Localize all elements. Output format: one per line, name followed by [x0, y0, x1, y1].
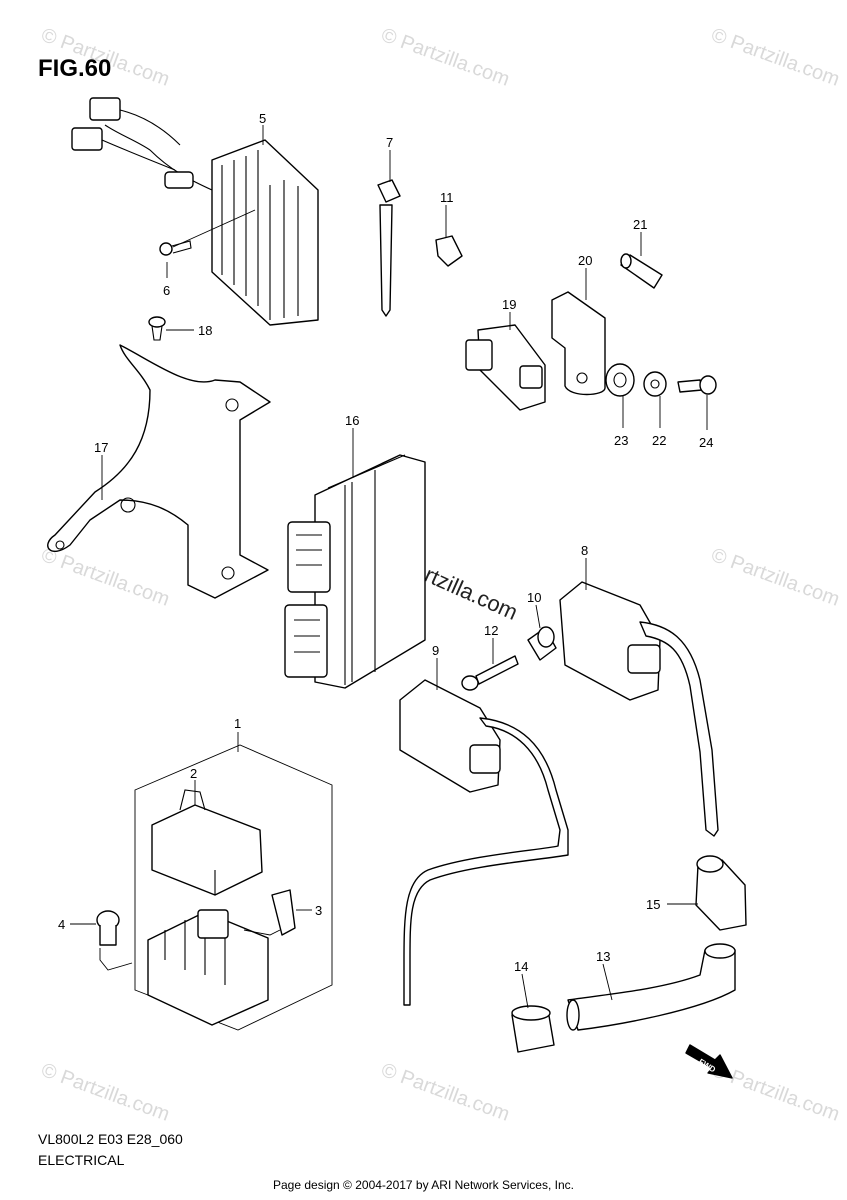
part-cover	[511, 1005, 555, 1053]
watermark: © Partzilla.com	[708, 24, 842, 91]
callout-16: 16	[345, 413, 359, 428]
watermark: © Partzilla.com	[378, 1059, 512, 1126]
part-cable-tie	[377, 179, 401, 317]
callout-13: 13	[596, 949, 610, 964]
callout-9: 9	[432, 643, 439, 658]
callout-3: 3	[315, 903, 322, 918]
callout-4: 4	[58, 917, 65, 932]
callout-14: 14	[514, 959, 528, 974]
watermark: © Partzilla.com	[38, 1059, 172, 1126]
part-plug-cap-cover	[695, 855, 747, 931]
part-ignition-coil-rear	[559, 581, 719, 837]
callout-12: 12	[484, 623, 498, 638]
category-label: ELECTRICAL	[38, 1152, 125, 1168]
watermark: © Partzilla.com	[38, 544, 172, 611]
part-collar	[620, 253, 663, 289]
callout-8: 8	[581, 543, 588, 558]
callout-24: 24	[699, 435, 713, 450]
callout-17: 17	[94, 440, 108, 455]
callout-23: 23	[614, 433, 628, 448]
callout-10: 10	[527, 590, 541, 605]
part-bracket	[47, 344, 271, 599]
part-clamp	[435, 235, 463, 267]
watermark: © Partzilla.com	[708, 544, 842, 611]
figure-title: FIG.60	[38, 55, 112, 82]
callout-22: 22	[652, 433, 666, 448]
part-fuse-box-assembly	[96, 744, 333, 1031]
callout-15: 15	[646, 897, 660, 912]
part-bolt-12	[461, 655, 519, 691]
part-bolt-24	[677, 375, 717, 395]
callout-18: 18	[198, 323, 212, 338]
part-plug-cap	[566, 943, 736, 1031]
part-bolt	[159, 240, 192, 256]
page-credit: Page design © 2004-2017 by ARI Network S…	[272, 1178, 574, 1192]
part-regulator	[71, 97, 319, 326]
part-grommet	[605, 363, 635, 397]
part-relay	[465, 324, 546, 411]
watermark: © Partzilla.com	[708, 1059, 842, 1126]
leader-lines	[70, 125, 708, 1009]
callout-11: 11	[440, 190, 454, 205]
callout-19: 19	[502, 297, 516, 312]
callout-1: 1	[234, 716, 241, 731]
callout-20: 20	[578, 253, 592, 268]
callout-6: 6	[163, 283, 170, 298]
part-relay-bracket	[551, 291, 606, 396]
watermark: © Partzilla.com	[378, 24, 512, 91]
callout-7: 7	[386, 135, 393, 150]
part-ignition-coil-front	[399, 679, 569, 1006]
callout-2: 2	[190, 766, 197, 781]
part-washer	[643, 371, 667, 397]
part-ecm	[284, 454, 426, 689]
callout-21: 21	[633, 217, 647, 232]
part-spacer	[527, 626, 557, 661]
callout-5: 5	[259, 111, 266, 126]
model-code: VL800L2 E03 E28_060	[38, 1131, 183, 1147]
part-screw	[148, 316, 166, 341]
callouts: 1 2 3 4 5 6 7 8 9 10 11 12 13 14 15 16 1…	[58, 111, 713, 974]
